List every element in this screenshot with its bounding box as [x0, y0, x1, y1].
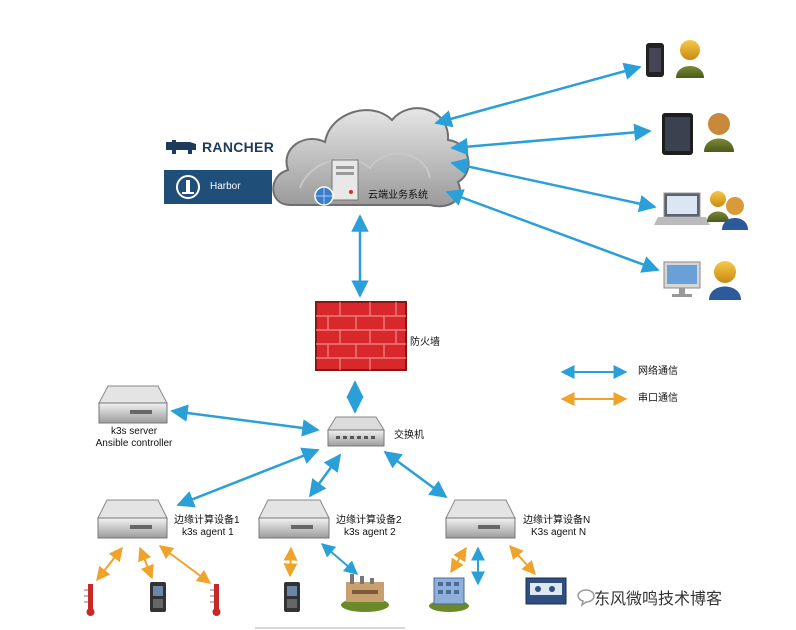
- rancher-logo: RANCHER: [164, 136, 280, 158]
- harbor-lighthouse-icon: [176, 175, 200, 199]
- harbor-logo-text: Harbor: [210, 181, 241, 192]
- desktop-monitor-icon: [663, 261, 701, 297]
- serial-links-n: [450, 544, 536, 586]
- globe-icon: [314, 186, 334, 206]
- edge-device-2-agent: k3s agent 2: [344, 527, 396, 538]
- laptop-icon: [654, 192, 710, 225]
- server-label-line1: k3s server: [110, 426, 158, 437]
- legend-network-label: 网络通信: [638, 366, 678, 377]
- rancher-cow-icon: [166, 140, 196, 154]
- rancher-logo-text: RANCHER: [202, 139, 275, 155]
- users-group-icon: [707, 191, 748, 230]
- smartphone-icon: [646, 43, 664, 77]
- edge-device-n-name: 边缘计算设备N: [523, 515, 591, 526]
- server-tower-icon: [331, 159, 359, 201]
- edge-device-1-label: 边缘计算设备1 k3s agent 1: [174, 515, 240, 539]
- k3s-server-icon: [98, 385, 168, 424]
- edge-device-2-icon: [258, 499, 330, 539]
- edge-device-1-icon: [97, 499, 168, 539]
- footer-divider: [255, 627, 405, 629]
- switch-icon: [327, 416, 385, 447]
- edge-device-1-agent: k3s agent 1: [182, 527, 234, 538]
- server-label-line2: Ansible controller: [95, 438, 173, 449]
- user-icon: [676, 40, 704, 78]
- legend-serial-label: 串口通信: [638, 393, 678, 404]
- edge-device-1-name: 边缘计算设备1: [174, 515, 240, 526]
- watermark-text: 东风微鸣技术博客: [594, 591, 723, 608]
- harbor-logo: Harbor: [164, 170, 272, 204]
- edge-device-n-icon: [445, 499, 516, 539]
- firewall-icon: [315, 301, 407, 371]
- building-icon: [429, 577, 469, 612]
- server-label: k3s server Ansible controller: [84, 426, 184, 450]
- factory-icon: [341, 574, 389, 612]
- edge-device-2-label: 边缘计算设备2 k3s agent 2: [336, 515, 402, 539]
- switch-label: 交换机: [394, 430, 424, 441]
- user-icon: [709, 261, 741, 300]
- serial-links-2: [283, 543, 359, 578]
- cloud-label: 云端业务系统: [368, 190, 428, 201]
- edge-device-n-label: 边缘计算设备N K3s agent N: [523, 515, 590, 539]
- serial-links-1: [96, 545, 212, 584]
- edge-device-n-agent: K3s agent N: [531, 527, 587, 538]
- user-icon: [704, 113, 734, 152]
- wechat-watermark-icon: [577, 589, 595, 607]
- firewall-label: 防火墙: [410, 337, 440, 348]
- phone-icon: [284, 582, 300, 612]
- edge-device-2-name: 边缘计算设备2: [336, 515, 402, 526]
- thermometer-icon: [210, 584, 221, 616]
- tablet-icon: [662, 113, 693, 155]
- edge-links: [176, 447, 448, 508]
- client-links: [434, 62, 660, 273]
- control-panel-icon: [525, 577, 567, 605]
- server-switch-link: [170, 404, 320, 437]
- phone-icon: [150, 582, 166, 612]
- thermometer-icon: [84, 584, 95, 616]
